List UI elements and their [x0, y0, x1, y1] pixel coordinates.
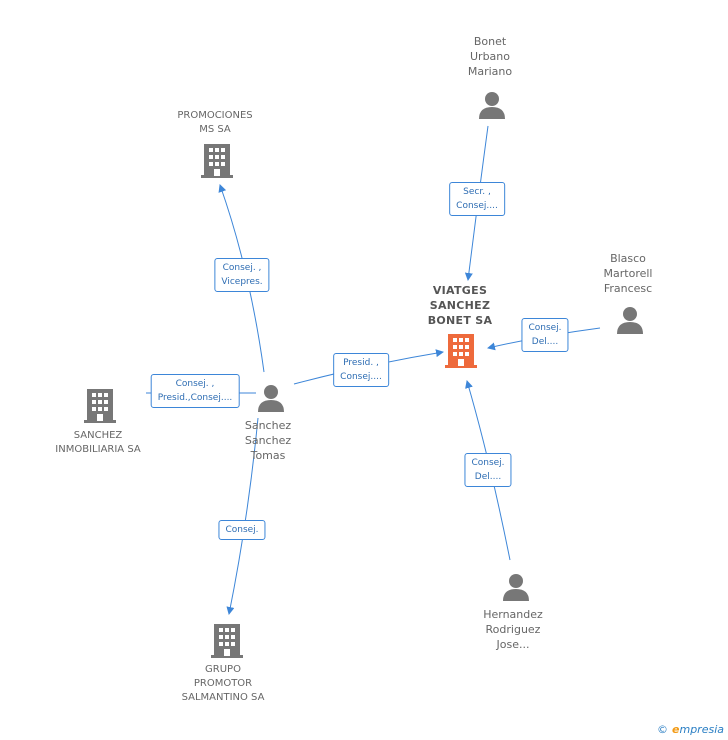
- role-text: Presid.,Consej....: [157, 393, 233, 403]
- label-line: Martorell: [603, 267, 653, 280]
- company-label-grupo[interactable]: GRUPO PROMOTOR SALMANTINO SA: [182, 663, 265, 705]
- role-text: Secr. ,: [463, 187, 491, 197]
- label-line: INMOBILIARIA SA: [55, 444, 141, 455]
- label-line: SANCHEZ: [73, 430, 123, 441]
- person-label-hernandez[interactable]: Hernandez Rodriguez Jose...: [483, 607, 543, 652]
- building-icon[interactable]: [84, 389, 116, 427]
- main-label-line: VIATGES: [432, 284, 488, 297]
- label-line: SALMANTINO SA: [181, 692, 265, 703]
- building-icon[interactable]: [211, 624, 243, 662]
- role-text: Vicepres.: [221, 277, 263, 287]
- copyright-icon: ©: [657, 723, 669, 736]
- company-label-promociones[interactable]: PROMOCIONES MS SA: [177, 109, 252, 137]
- role-box-tomas-grupo[interactable]: Consej.: [218, 520, 266, 540]
- edge-tomas-grupo: [226, 417, 259, 615]
- role-text: Consej....: [456, 201, 498, 211]
- label-line: Mariano: [467, 65, 513, 78]
- label-line: Francesc: [603, 282, 653, 295]
- label-line: Bonet: [473, 35, 507, 48]
- building-icon[interactable]: [201, 144, 233, 182]
- brand-rest: mpresia: [679, 723, 724, 736]
- company-label-sanchez-inmobiliaria[interactable]: SANCHEZ INMOBILIARIA SA: [55, 429, 140, 457]
- role-box-tomas-main[interactable]: Presid. , Consej....: [333, 353, 389, 387]
- role-box-tomas-inmobiliaria[interactable]: Consej. , Presid.,Consej....: [150, 374, 240, 408]
- main-company-label[interactable]: VIATGES SANCHEZ BONET SA: [428, 283, 493, 328]
- role-text: Consej.: [528, 323, 562, 333]
- role-text: Consej. ,: [222, 263, 262, 273]
- building-icon[interactable]: [445, 334, 477, 372]
- label-line: PROMOCIONES: [177, 110, 253, 121]
- person-label-blasco[interactable]: Blasco Martorell Francesc: [604, 251, 653, 296]
- person-icon[interactable]: [615, 305, 645, 339]
- role-box-hernandez-main[interactable]: Consej. Del....: [464, 453, 512, 487]
- label-line: Blasco: [610, 252, 646, 265]
- label-line: GRUPO: [205, 664, 241, 675]
- brand-first-letter: e: [672, 723, 680, 736]
- role-text: Consej. ,: [175, 379, 215, 389]
- role-text: Consej.: [225, 525, 259, 535]
- role-text: Del....: [531, 337, 559, 347]
- person-icon[interactable]: [256, 383, 286, 417]
- role-box-blasco-main[interactable]: Consej. Del....: [521, 318, 569, 352]
- label-line: Rodriguez: [485, 623, 541, 636]
- role-text: Consej.: [471, 458, 505, 468]
- role-text: Consej....: [340, 372, 382, 382]
- person-icon[interactable]: [501, 572, 531, 606]
- label-line: Sanchez: [244, 434, 292, 447]
- main-label-line: SANCHEZ: [429, 299, 491, 312]
- role-box-bonet-main[interactable]: Secr. , Consej....: [449, 182, 505, 216]
- person-label-sanchez-tomas[interactable]: Sanchez Sanchez Tomas: [245, 418, 291, 463]
- role-text: Del....: [474, 472, 502, 482]
- label-line: PROMOTOR: [193, 678, 253, 689]
- person-label-bonet[interactable]: Bonet Urbano Mariano: [468, 34, 512, 79]
- empresia-logo[interactable]: ©empresia: [657, 723, 724, 736]
- label-line: Hernandez: [483, 608, 543, 621]
- role-text: Presid. ,: [343, 358, 379, 368]
- label-line: MS SA: [199, 124, 231, 135]
- main-label-line: BONET SA: [427, 314, 493, 327]
- label-line: Sanchez: [244, 419, 292, 432]
- label-line: Urbano: [469, 50, 510, 63]
- person-icon[interactable]: [477, 90, 507, 124]
- label-line: Jose...: [496, 638, 530, 651]
- label-line: Tomas: [250, 449, 286, 462]
- role-box-tomas-promociones[interactable]: Consej. , Vicepres.: [214, 258, 270, 292]
